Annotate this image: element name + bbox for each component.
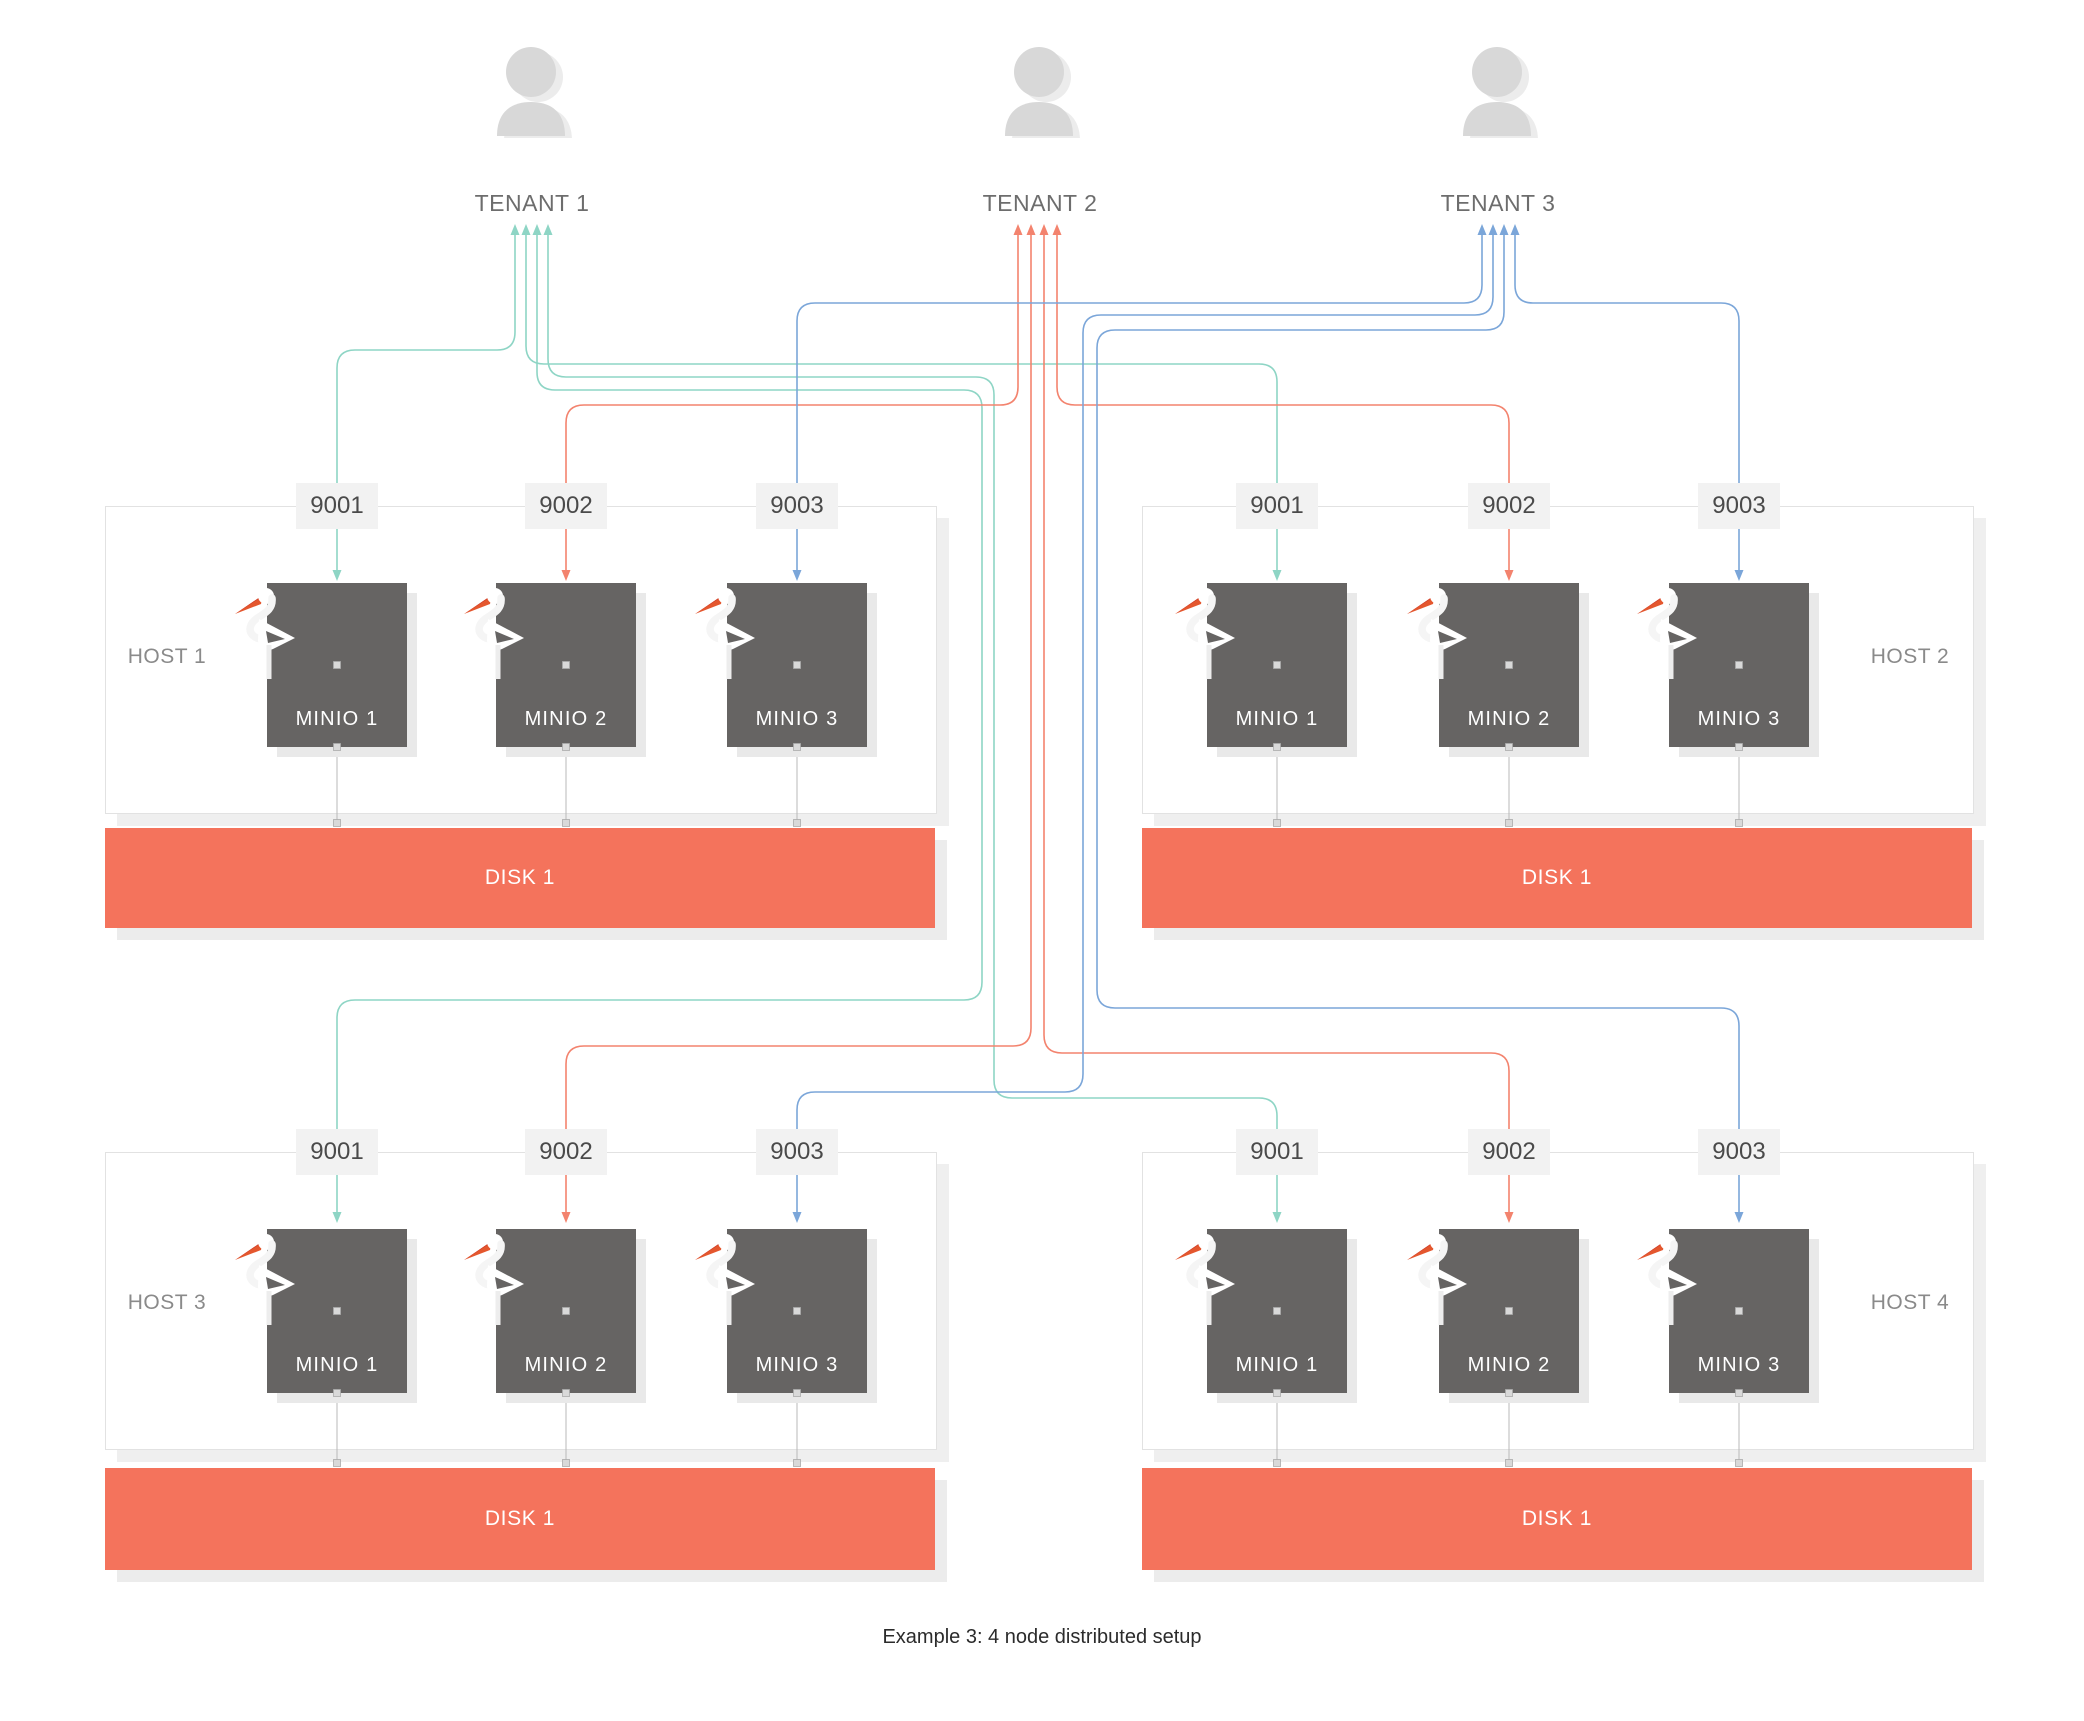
- stork-leg: [495, 1291, 501, 1325]
- port-badge: 9001: [296, 483, 378, 529]
- person-icon-body: [1463, 47, 1531, 136]
- person-icon-body: [497, 47, 565, 136]
- minio-node: MINIO 3: [1637, 1229, 1809, 1393]
- minio-node-label: MINIO 3: [755, 708, 839, 730]
- connector-endpoint-square: [793, 819, 801, 827]
- connector-endpoint-square: [333, 819, 341, 827]
- connector-endpoint-square: [1273, 819, 1281, 827]
- minio-node: MINIO 2: [1407, 1229, 1579, 1393]
- minio-node-label: MINIO 1: [295, 1354, 379, 1376]
- minio-node: MINIO 1: [1175, 1229, 1347, 1393]
- minio-node-label: MINIO 3: [1697, 708, 1781, 730]
- person-icon-body: [1005, 47, 1073, 136]
- arrowhead-up: [510, 224, 520, 235]
- minio-node-label: MINIO 2: [1467, 1354, 1551, 1376]
- port-badge: 9002: [1468, 1129, 1550, 1175]
- minio-node: MINIO 1: [1175, 583, 1347, 747]
- arrowhead-up: [1499, 224, 1509, 235]
- minio-node: MINIO 2: [464, 1229, 636, 1393]
- disk-bar: DISK 1: [1142, 1468, 1972, 1570]
- disk-bar: DISK 1: [1142, 828, 1972, 928]
- stork-leg: [1668, 1291, 1674, 1325]
- port-badge: 9001: [1236, 483, 1318, 529]
- minio-node-label: MINIO 3: [755, 1354, 839, 1376]
- port-badge: 9003: [1698, 483, 1780, 529]
- host-label: HOST 1: [127, 645, 207, 668]
- arrowhead-up: [1052, 224, 1062, 235]
- arrowhead-up: [1488, 224, 1498, 235]
- disk-bar: DISK 1: [105, 1468, 935, 1570]
- port-badge: 9001: [1236, 1129, 1318, 1175]
- person-icon-shadow: [1012, 52, 1080, 141]
- tenant-label: TENANT 3: [1440, 190, 1556, 216]
- stork-leg: [1206, 645, 1212, 679]
- disk-label: DISK 1: [1521, 866, 1593, 889]
- minio-node-label: MINIO 1: [1235, 708, 1319, 730]
- arrowhead-up: [1510, 224, 1520, 235]
- stork-leg: [1438, 645, 1444, 679]
- minio-node: MINIO 1: [235, 1229, 407, 1393]
- tenant-label: TENANT 2: [982, 190, 1098, 216]
- stork-leg: [1438, 1291, 1444, 1325]
- arrowhead-up: [1039, 224, 1049, 235]
- minio-node: MINIO 2: [464, 583, 636, 747]
- minio-node-label: MINIO 2: [524, 708, 608, 730]
- stork-leg: [1668, 645, 1674, 679]
- disk-label: DISK 1: [1521, 1507, 1593, 1530]
- minio-node: MINIO 2: [1407, 583, 1579, 747]
- connector-endpoint-square: [1273, 1459, 1281, 1467]
- host-label: HOST 4: [1870, 1291, 1950, 1314]
- port-badge: 9001: [296, 1129, 378, 1175]
- port-badge: 9002: [1468, 483, 1550, 529]
- stork-leg: [726, 645, 732, 679]
- connector-endpoint-square: [562, 1459, 570, 1467]
- minio-node: MINIO 3: [695, 1229, 867, 1393]
- person-icon-shadow: [504, 52, 572, 141]
- minio-node-label: MINIO 1: [295, 708, 379, 730]
- connector-endpoint-square: [1505, 819, 1513, 827]
- disk-label: DISK 1: [484, 1507, 556, 1530]
- arrowhead-up: [1026, 224, 1036, 235]
- connector-endpoint-square: [562, 819, 570, 827]
- stork-leg: [266, 1291, 272, 1325]
- disk-bar: DISK 1: [105, 828, 935, 928]
- diagram-caption: Example 3: 4 node distributed setup: [882, 1626, 1202, 1648]
- port-badge: 9002: [525, 1129, 607, 1175]
- disk-label: DISK 1: [484, 866, 556, 889]
- arrowhead-up: [543, 224, 553, 235]
- minio-node-label: MINIO 2: [1467, 708, 1551, 730]
- person-icon: [1451, 46, 1545, 143]
- port-badge: 9003: [756, 483, 838, 529]
- arrowhead-up: [1477, 224, 1487, 235]
- person-icon-shadow: [1470, 52, 1538, 141]
- port-badge: 9003: [1698, 1129, 1780, 1175]
- connector-endpoint-square: [1735, 1459, 1743, 1467]
- minio-node: MINIO 1: [235, 583, 407, 747]
- minio-node-label: MINIO 1: [1235, 1354, 1319, 1376]
- stork-leg: [495, 645, 501, 679]
- arrowhead-up: [521, 224, 531, 235]
- host-label: HOST 2: [1870, 645, 1950, 668]
- connector-endpoint-square: [1735, 819, 1743, 827]
- minio-node: MINIO 3: [695, 583, 867, 747]
- minio-node-label: MINIO 2: [524, 1354, 608, 1376]
- connector-endpoint-square: [793, 1459, 801, 1467]
- stork-leg: [1206, 1291, 1212, 1325]
- person-icon: [485, 46, 579, 143]
- tenant-label: TENANT 1: [474, 190, 590, 216]
- minio-node-label: MINIO 3: [1697, 1354, 1781, 1376]
- connector-endpoint-square: [333, 1459, 341, 1467]
- connector-endpoint-square: [1505, 1459, 1513, 1467]
- port-badge: 9003: [756, 1129, 838, 1175]
- minio-node: MINIO 3: [1637, 583, 1809, 747]
- arrowhead-up: [1013, 224, 1023, 235]
- stork-leg: [726, 1291, 732, 1325]
- person-icon: [993, 46, 1087, 143]
- arrowhead-up: [532, 224, 542, 235]
- host-label: HOST 3: [127, 1291, 207, 1314]
- stork-leg: [266, 645, 272, 679]
- port-badge: 9002: [525, 483, 607, 529]
